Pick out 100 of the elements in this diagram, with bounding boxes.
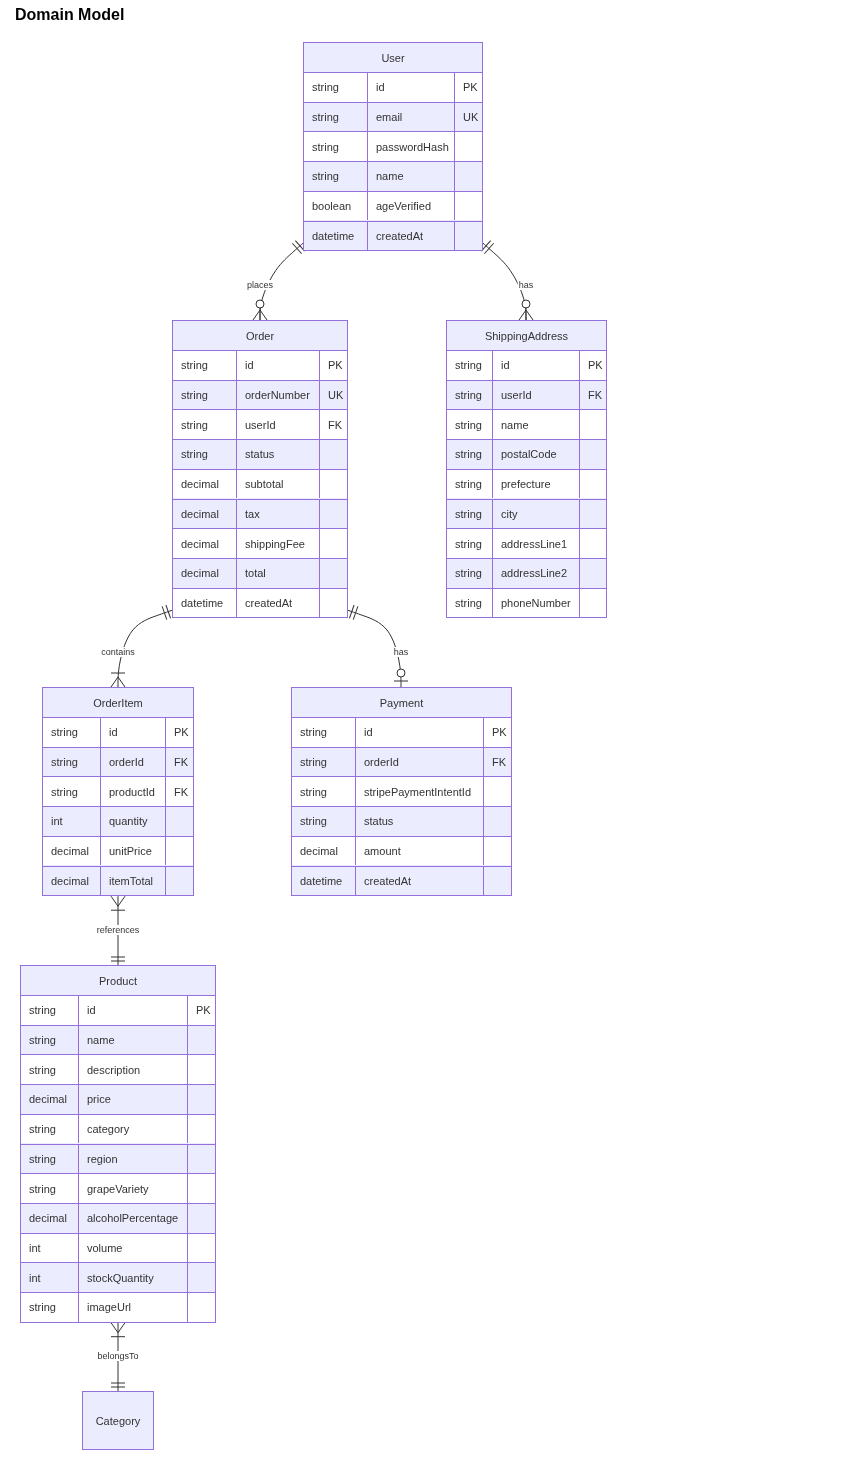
attribute-row	[292, 717, 511, 747]
attribute-row	[43, 835, 193, 866]
attribute-name: volume	[87, 1241, 123, 1254]
attribute-name: quantity	[109, 815, 148, 828]
attribute-type: datetime	[300, 874, 343, 887]
attribute-row	[447, 439, 606, 469]
attribute-row	[43, 746, 193, 777]
key-marker: FK	[588, 389, 603, 402]
attribute-type: string	[181, 359, 208, 372]
entity-table	[20, 965, 216, 1323]
attribute-name: productId	[109, 785, 155, 798]
attribute-type: int	[29, 1271, 41, 1284]
attribute-row	[21, 1173, 215, 1203]
attribute-type: string	[181, 448, 208, 461]
attribute-row	[292, 835, 511, 866]
attribute-type: string	[455, 359, 482, 372]
attribute-type: string	[181, 389, 208, 402]
attribute-row	[173, 468, 347, 499]
attribute-name: itemTotal	[109, 874, 154, 887]
attribute-row	[447, 587, 606, 618]
attribute-row	[304, 131, 482, 162]
edge-label: has	[517, 280, 535, 290]
key-marker: PK	[174, 726, 189, 739]
entity-table	[82, 1391, 154, 1450]
attribute-name: id	[376, 81, 385, 94]
edge-label: references	[95, 925, 141, 935]
attribute-name: category	[87, 1123, 130, 1136]
attribute-name: id	[87, 1004, 96, 1017]
key-marker: FK	[492, 756, 507, 769]
attribute-name: email	[376, 111, 403, 124]
attribute-name: subtotal	[245, 478, 284, 491]
key-marker: FK	[328, 418, 343, 431]
attribute-type: decimal	[181, 567, 219, 580]
attribute-type: string	[181, 418, 208, 431]
entity-name: User	[381, 51, 405, 64]
attribute-type: int	[29, 1241, 41, 1254]
attribute-type: decimal	[181, 507, 219, 520]
attribute-name: ageVerified	[376, 200, 432, 213]
relationship-line	[110, 604, 173, 688]
attribute-name: tax	[245, 507, 260, 520]
attribute-row	[447, 409, 606, 440]
attribute-type: string	[300, 756, 327, 769]
entity-name: Payment	[379, 696, 424, 709]
attribute-row	[292, 806, 511, 836]
attribute-row	[21, 1262, 215, 1292]
relationship-line	[110, 895, 126, 966]
attribute-type: string	[312, 140, 339, 153]
attribute-row	[43, 776, 193, 807]
attribute-type: string	[29, 1034, 56, 1047]
attribute-type: string	[455, 537, 482, 550]
key-marker: PK	[463, 81, 478, 94]
attribute-type: string	[455, 389, 482, 402]
attribute-name: name	[87, 1034, 115, 1047]
attribute-row	[173, 528, 347, 558]
attribute-name: grapeVariety	[87, 1182, 149, 1195]
key-marker: PK	[588, 359, 603, 372]
attribute-name: shippingFee	[245, 537, 305, 550]
attribute-name: addressLine2	[501, 567, 568, 580]
edge-label: contains	[100, 647, 136, 657]
attribute-type: string	[300, 815, 327, 828]
attribute-row	[447, 557, 606, 588]
attribute-row	[21, 1202, 215, 1233]
attribute-type: decimal	[181, 478, 219, 491]
attribute-type: datetime	[181, 596, 224, 609]
attribute-row	[304, 161, 482, 191]
attribute-name: orderNumber	[245, 389, 310, 402]
attribute-type: string	[455, 596, 482, 609]
attribute-name: phoneNumber	[501, 596, 571, 609]
attribute-type: decimal	[300, 845, 338, 858]
attribute-type: string	[29, 1182, 56, 1195]
attribute-name: name	[501, 418, 529, 431]
entity-table	[446, 320, 607, 619]
attribute-type: string	[455, 418, 482, 431]
attribute-row	[447, 468, 606, 499]
attribute-row	[304, 190, 482, 221]
entity-table	[291, 687, 512, 897]
attribute-type: int	[51, 815, 63, 828]
attribute-name: id	[501, 359, 510, 372]
attribute-type: string	[29, 1063, 56, 1076]
entity-name: Product	[99, 974, 137, 987]
attribute-name: stripePaymentIntentId	[364, 785, 471, 798]
attribute-name: city	[501, 507, 518, 520]
entity-name: Category	[95, 1414, 141, 1427]
key-marker: PK	[328, 359, 343, 372]
attribute-name: id	[364, 726, 373, 739]
key-marker: PK	[492, 726, 507, 739]
attribute-row	[21, 995, 215, 1025]
attribute-row	[173, 409, 347, 440]
attribute-row	[173, 557, 347, 588]
attribute-name: postalCode	[501, 448, 557, 461]
attribute-type: string	[455, 448, 482, 461]
attribute-type: string	[29, 1152, 56, 1165]
attribute-row	[447, 350, 606, 380]
key-marker: UK	[328, 389, 344, 402]
attribute-row	[304, 72, 482, 102]
attribute-row	[292, 746, 511, 777]
attribute-name: unitPrice	[109, 845, 152, 858]
attribute-type: string	[300, 785, 327, 798]
attribute-row	[173, 498, 347, 529]
attribute-type: string	[455, 507, 482, 520]
